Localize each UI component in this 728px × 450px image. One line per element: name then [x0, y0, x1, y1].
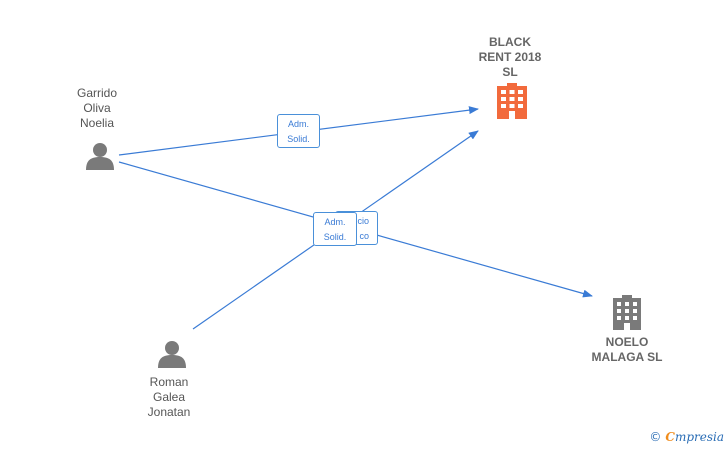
edge-label-adm-solid: Adm. Solid.	[313, 212, 357, 246]
person-icon[interactable]	[86, 143, 114, 170]
edge-label-adm-solid: Adm. Solid.	[277, 114, 320, 148]
person-label-garrido[interactable]: Garrido Oliva Noelia	[76, 86, 117, 130]
company-label-noelo-malaga[interactable]: NOELO MALAGA SL	[591, 335, 663, 364]
building-icon[interactable]	[497, 83, 527, 119]
copyright-symbol: ©	[649, 430, 662, 444]
person-icon[interactable]	[158, 341, 186, 368]
brand-logo: ©Cmpresia	[649, 430, 724, 444]
brand-name: mpresia	[674, 430, 724, 444]
building-icon[interactable]	[613, 295, 641, 330]
person-label-roman[interactable]: Roman Galea Jonatan	[147, 375, 191, 419]
brand-logo-letter: C	[665, 430, 675, 444]
company-label-black-rent[interactable]: BLACK RENT 2018 SL	[478, 35, 542, 79]
